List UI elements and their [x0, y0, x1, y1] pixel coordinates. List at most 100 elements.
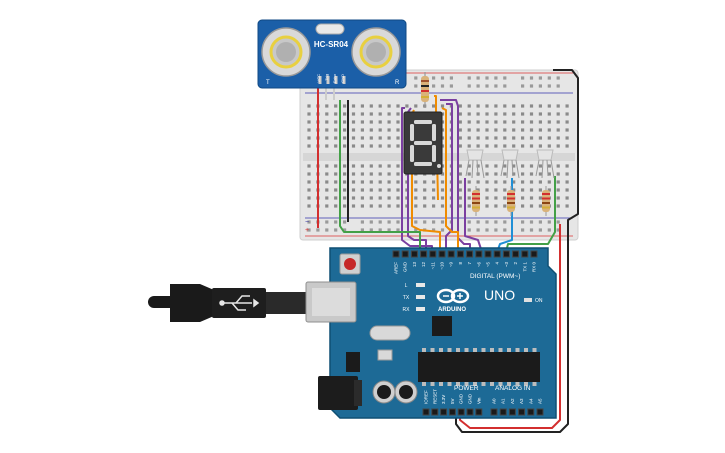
regulator-chip [346, 352, 360, 372]
pin-label: AREF [394, 262, 399, 274]
power-header[interactable] [422, 408, 483, 416]
digital-header[interactable] [392, 250, 538, 258]
wire-purple-led [464, 178, 483, 253]
pin-label: ~6 [476, 262, 481, 268]
sensor-pin-label: VCC [316, 74, 321, 83]
pin-label: ~5 [486, 262, 491, 268]
transducer-left [261, 27, 311, 77]
wire-green-sensor [339, 100, 421, 252]
pin-label: Vin [476, 397, 481, 404]
display-segments [410, 120, 441, 168]
arduino-brand: ARDUINO [438, 307, 466, 313]
header-pin[interactable] [475, 250, 483, 258]
resistor-top[interactable] [421, 72, 429, 108]
analog-header-label: ANALOG IN [495, 385, 531, 392]
header-pin[interactable] [518, 408, 526, 416]
analog-header[interactable] [490, 408, 544, 416]
rgb-led[interactable] [535, 149, 555, 179]
capacitors [372, 380, 418, 404]
arduino-uno[interactable]: ARDUINO UNO DIGITAL (PWM~) POWER ANALOG … [148, 247, 557, 419]
pin-label: 4 [495, 262, 500, 265]
led-resistor[interactable] [542, 186, 550, 216]
arduino-logo [436, 288, 470, 304]
crystal [369, 325, 411, 341]
pin-label: A5 [538, 398, 543, 404]
pin-label: A1 [501, 398, 506, 404]
header-pin[interactable] [530, 250, 538, 258]
header-pin[interactable] [466, 250, 474, 258]
svg-text:+: + [305, 227, 309, 234]
header-pin[interactable] [420, 250, 428, 258]
power-jack[interactable] [318, 376, 362, 410]
header-pin[interactable] [448, 408, 456, 416]
wire-purple-4 [445, 103, 453, 252]
usb-chip [432, 316, 452, 336]
pin-label: 7 [467, 262, 472, 265]
header-pin[interactable] [429, 250, 437, 258]
pin-label: ~9 [449, 262, 454, 268]
header-pin[interactable] [456, 250, 464, 258]
rgb-led[interactable] [465, 149, 485, 179]
header-pin[interactable] [499, 408, 507, 416]
header-pin[interactable] [457, 408, 465, 416]
led-resistor[interactable] [507, 186, 515, 216]
pin-label: 3.3V [441, 395, 446, 404]
pin-label: ~10 [440, 262, 445, 270]
pin-label: ~11 [430, 262, 435, 270]
status-led-label: RX [403, 307, 411, 313]
usb-icon [219, 295, 260, 311]
pin-label: 5V [450, 398, 455, 404]
header-pin[interactable] [410, 250, 418, 258]
header-pin[interactable] [493, 250, 501, 258]
header-pin[interactable] [401, 250, 409, 258]
header-pin[interactable] [502, 250, 510, 258]
header-pin[interactable] [466, 408, 474, 416]
header-pin[interactable] [512, 250, 520, 258]
header-pin[interactable] [536, 408, 544, 416]
pin-label: A0 [492, 398, 497, 404]
wire-black-gnd [455, 69, 579, 433]
header-pin[interactable] [484, 250, 492, 258]
pin-label: A2 [510, 398, 515, 404]
arduino-model: UNO [484, 287, 515, 303]
rgb-led[interactable] [500, 149, 520, 179]
button-small [377, 349, 393, 361]
wire-purple-2 [407, 107, 427, 252]
pin-label: ~3 [504, 262, 509, 268]
reset-button[interactable] [339, 253, 361, 275]
pin-label: A4 [528, 398, 533, 404]
led-resistor[interactable] [472, 186, 480, 216]
pin-label: 13 [412, 262, 417, 268]
pin-label: GND [403, 261, 408, 272]
status-led-label: TX [403, 295, 410, 301]
power-header-label: POWER [454, 385, 479, 392]
header-pin[interactable] [392, 250, 400, 258]
pin-label: A3 [519, 398, 524, 404]
header-pin[interactable] [438, 250, 446, 258]
rgb-leds[interactable] [465, 149, 555, 216]
usb-cable[interactable] [148, 284, 306, 322]
header-pin[interactable] [527, 408, 535, 416]
header-pin[interactable] [422, 408, 430, 416]
header-pin[interactable] [440, 408, 448, 416]
header-pin[interactable] [447, 250, 455, 258]
sensor-pin-label: GND [340, 74, 345, 83]
wire-green-led [505, 176, 556, 253]
header-pin[interactable] [490, 408, 498, 416]
seven-segment-display[interactable]: 8 [0, 0, 443, 175]
pin-label: GND [468, 393, 473, 404]
header-pin[interactable] [475, 408, 483, 416]
digital-header-label: DIGITAL (PWM~) [470, 273, 520, 280]
sensor-mark-r: R [395, 80, 400, 86]
on-led-label: ON [535, 298, 543, 304]
header-pin[interactable] [521, 250, 529, 258]
header-pin[interactable] [508, 408, 516, 416]
header-pin[interactable] [431, 408, 439, 416]
sensor-pin-label: Echo [332, 73, 337, 83]
